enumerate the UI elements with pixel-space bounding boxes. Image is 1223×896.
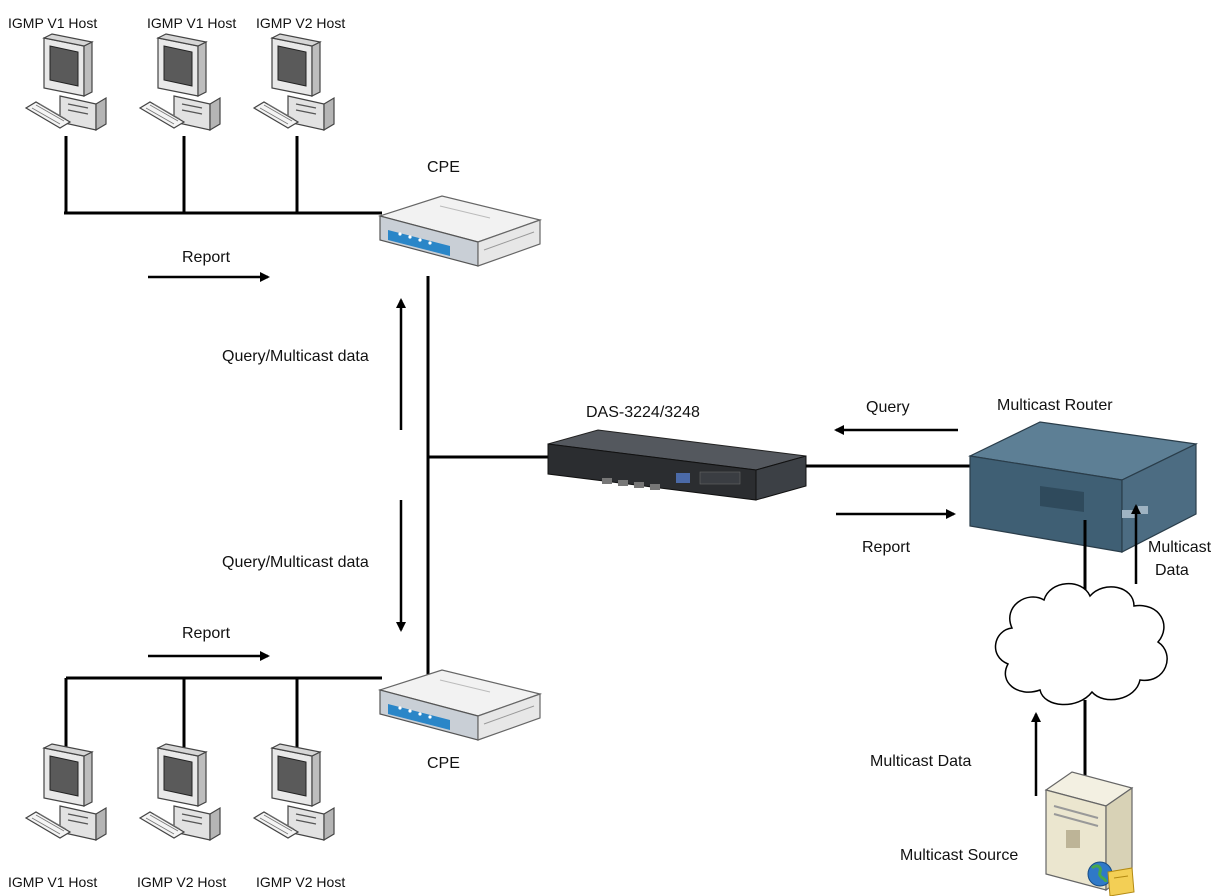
source-label: Multicast Source [900,847,1018,864]
mc-data-router-line1: Multicast [1148,539,1212,556]
host-bottom-1: IGMP V1 Host [8,743,107,890]
multicast-router: Multicast Router [968,397,1199,553]
cloud-icon [994,582,1168,706]
desktop-computer-icon [25,743,107,841]
modem-icon [379,669,541,741]
desktop-computer-icon [25,33,107,131]
mc-data-router-line2: Data [1155,562,1189,579]
desktop-computer-icon [253,33,335,131]
desktop-computer-icon [139,743,221,841]
report-right-label: Report [862,539,911,556]
desktop-computer-icon [139,33,221,131]
query-right-label: Query [866,399,910,416]
router-icon [968,421,1199,553]
host-top-3: IGMP V2 Host [253,15,345,131]
multicast-source: Multicast Source [900,771,1135,896]
query-right: Query [834,399,958,435]
modem-icon [379,195,541,267]
host-label: IGMP V1 Host [8,874,97,890]
das-switch: DAS-3224/3248 [547,404,807,501]
host-bottom-2: IGMP V2 Host [137,743,226,890]
host-label: IGMP V2 Host [256,15,345,31]
server-icon [1044,771,1134,892]
report-top-label: Report [182,249,231,266]
host-label: IGMP V1 Host [147,15,236,31]
desktop-computer-icon [253,743,335,841]
report-right: Report [836,509,956,556]
query-multicast-bottom-label: Query/Multicast data [222,554,369,571]
host-label: IGMP V2 Host [137,874,226,890]
query-multicast-top-label: Query/Multicast data [222,348,369,365]
cpe-top: CPE [379,159,541,267]
host-label: IGMP V1 Host [8,15,97,31]
dslam-icon [547,429,807,501]
router-label: Multicast Router [997,397,1113,414]
bottom-lan-wiring [64,676,382,756]
cpe-bottom-label: CPE [427,755,460,772]
multicast-data-source: Multicast Data [870,712,1041,796]
mc-data-source-label: Multicast Data [870,753,971,770]
host-top-2: IGMP V1 Host [139,15,236,131]
das-label: DAS-3224/3248 [586,404,700,421]
multicast-data-router: Multicast Data [1131,504,1212,584]
folder-icon [1107,867,1135,896]
query-multicast-bottom: Query/Multicast data [222,500,406,632]
report-bottom-label: Report [182,625,231,642]
cpe-top-label: CPE [427,159,460,176]
cpe-bottom: CPE [379,669,541,772]
top-lan-wiring [64,136,382,215]
query-multicast-top: Query/Multicast data [222,298,406,430]
host-top-1: IGMP V1 Host [8,15,107,131]
host-bottom-3: IGMP V2 Host [253,743,345,890]
cpe-trunk [426,276,548,690]
report-bottom: Report [148,625,270,661]
report-top: Report [148,249,270,282]
host-label: IGMP V2 Host [256,874,345,890]
network-cloud [994,582,1168,706]
